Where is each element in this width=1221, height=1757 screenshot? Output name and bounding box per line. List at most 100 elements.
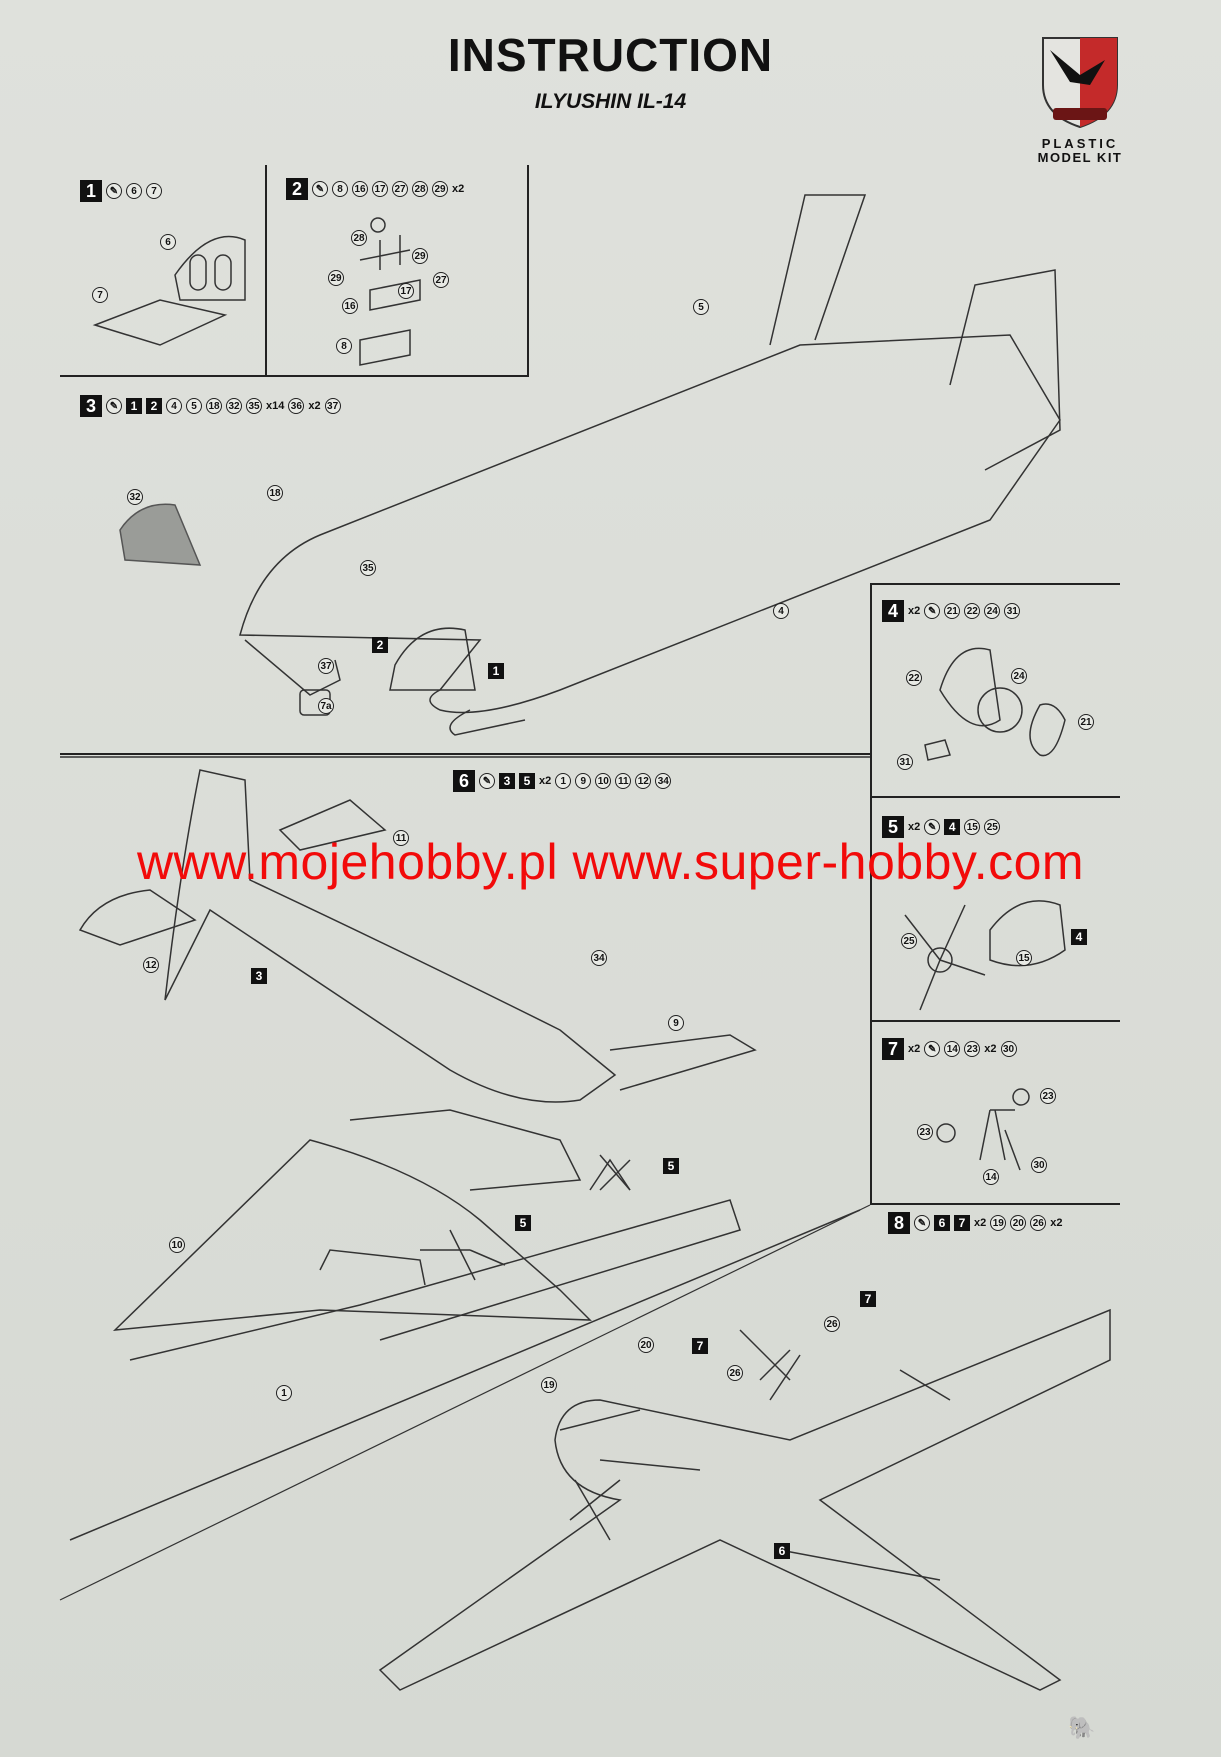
part-number: 9 — [575, 773, 592, 789]
step-3-header: 3 ✎ 1 2 4 5 18 32 35 x14 36 x2 37 — [80, 395, 341, 417]
part-number: 16 — [352, 181, 368, 197]
multiplier: x2 — [908, 605, 921, 617]
multiplier: x2 — [539, 775, 552, 787]
part-number: 34 — [655, 773, 672, 789]
callout-label: 4 — [773, 603, 789, 619]
callout-label: 25 — [901, 933, 917, 949]
step-number: 3 — [80, 395, 102, 417]
sub-step-ref: 2 — [146, 398, 162, 414]
callout-label: 23 — [1040, 1088, 1056, 1104]
part-number: 36 — [288, 398, 305, 414]
step-number: 1 — [80, 180, 102, 202]
sub-step-ref: 6 — [934, 1215, 950, 1231]
callout-label: 24 — [1011, 668, 1027, 684]
callout-label: 20 — [638, 1337, 654, 1353]
callout-label: 15 — [1016, 950, 1032, 966]
glue-icon: ✎ — [924, 603, 941, 619]
glue-icon: ✎ — [312, 181, 328, 197]
sub-step-ref: 5 — [519, 773, 535, 789]
glue-icon: ✎ — [106, 183, 122, 199]
part-number: 30 — [1000, 1041, 1017, 1057]
callout-label: 19 — [541, 1377, 557, 1393]
part-number: 1 — [555, 773, 572, 789]
callout-label: 26 — [824, 1316, 840, 1332]
part-number: 6 — [126, 183, 142, 199]
step-8-header: 8 ✎ 6 7 x2 19 20 26 x2 — [888, 1212, 1063, 1234]
callout-label: 17 — [398, 283, 414, 299]
part-number: 25 — [984, 819, 1001, 835]
callout-label: 23 — [917, 1124, 933, 1140]
part-number: 23 — [964, 1041, 981, 1057]
step8-drawing — [378, 1308, 1111, 1691]
callout-label: 22 — [906, 670, 922, 686]
sub-step-ref: 4 — [944, 819, 961, 835]
callout-step-ref: 4 — [1071, 929, 1087, 945]
step-number: 6 — [453, 770, 475, 792]
page-title: INSTRUCTION — [447, 29, 774, 81]
callout-label: 21 — [1078, 714, 1094, 730]
callout-label: 14 — [983, 1169, 999, 1185]
watermark-text: www.mojehobby.pl www.super-hobby.com — [136, 834, 1085, 890]
glue-icon: ✎ — [106, 398, 122, 414]
brand-logo: PLASTIC MODEL KIT — [1020, 30, 1140, 165]
callout-step-ref: 3 — [251, 968, 267, 984]
callout-step-ref: 7 — [860, 1291, 876, 1307]
part-number: 5 — [186, 398, 202, 414]
callout-label: 28 — [351, 230, 367, 246]
sub-step-ref: 7 — [954, 1215, 970, 1231]
callout-label: 6 — [160, 234, 176, 250]
sub-step-ref: 1 — [126, 398, 142, 414]
part-number: 35 — [246, 398, 262, 414]
divider-right-column — [870, 583, 872, 1203]
callout-label: 32 — [127, 489, 143, 505]
step-number: 7 — [882, 1038, 904, 1060]
callout-label: 12 — [143, 957, 159, 973]
callout-label: 16 — [342, 298, 358, 314]
divider-step5-top — [870, 796, 1120, 798]
callout-label: 18 — [267, 485, 283, 501]
footer-animal-icon: 🐘 — [1068, 1715, 1096, 1740]
multiplier: x2 — [908, 1043, 921, 1055]
step6-drawing — [69, 769, 861, 1541]
part-number: 18 — [206, 398, 222, 414]
part-number: 8 — [332, 181, 348, 197]
callout-label: 35 — [360, 560, 376, 576]
callout-step-ref: 1 — [488, 663, 504, 679]
step-7-header: 7 x2 ✎ 14 23 x2 30 — [882, 1038, 1017, 1060]
step-number: 8 — [888, 1212, 910, 1234]
callout-label: 37 — [318, 658, 334, 674]
callout-label: 11 — [393, 830, 409, 846]
part-number: 32 — [226, 398, 242, 414]
part-number: 20 — [1010, 1215, 1027, 1231]
step-number: 5 — [882, 816, 904, 838]
callout-label: 1 — [276, 1385, 292, 1401]
part-number: 28 — [412, 181, 428, 197]
callout-label: 5 — [693, 299, 709, 315]
divider-step4-top — [870, 583, 1120, 585]
step-1-header: 1 ✎ 6 7 — [80, 180, 162, 202]
callout-step-ref: 5 — [663, 1158, 679, 1174]
divider-step3-bottom — [60, 753, 870, 755]
divider-step7-bottom — [870, 1203, 1120, 1205]
part-number: 27 — [392, 181, 408, 197]
step3-fuselage-drawing — [119, 194, 1061, 736]
callout-label: 9 — [668, 1015, 684, 1031]
part-number: 26 — [1030, 1215, 1047, 1231]
part-number: 19 — [990, 1215, 1007, 1231]
bigmodel-logo — [1042, 37, 1118, 129]
callout-step-ref: 5 — [515, 1215, 531, 1231]
step5-drawing — [904, 900, 1066, 1011]
step-5-header: 5 x2 ✎ 4 15 25 — [882, 816, 1001, 838]
part-number: 14 — [944, 1041, 961, 1057]
callout-label: 26 — [727, 1365, 743, 1381]
callout-label: 10 — [169, 1237, 185, 1253]
part-number: 12 — [635, 773, 652, 789]
logo-text-plastic: PLASTIC — [1041, 136, 1119, 151]
part-number: 10 — [595, 773, 612, 789]
divider-step7-top — [870, 1020, 1120, 1022]
glue-icon: ✎ — [924, 1041, 941, 1057]
callout-step-ref: 7 — [692, 1338, 708, 1354]
callout-label: 29 — [328, 270, 344, 286]
